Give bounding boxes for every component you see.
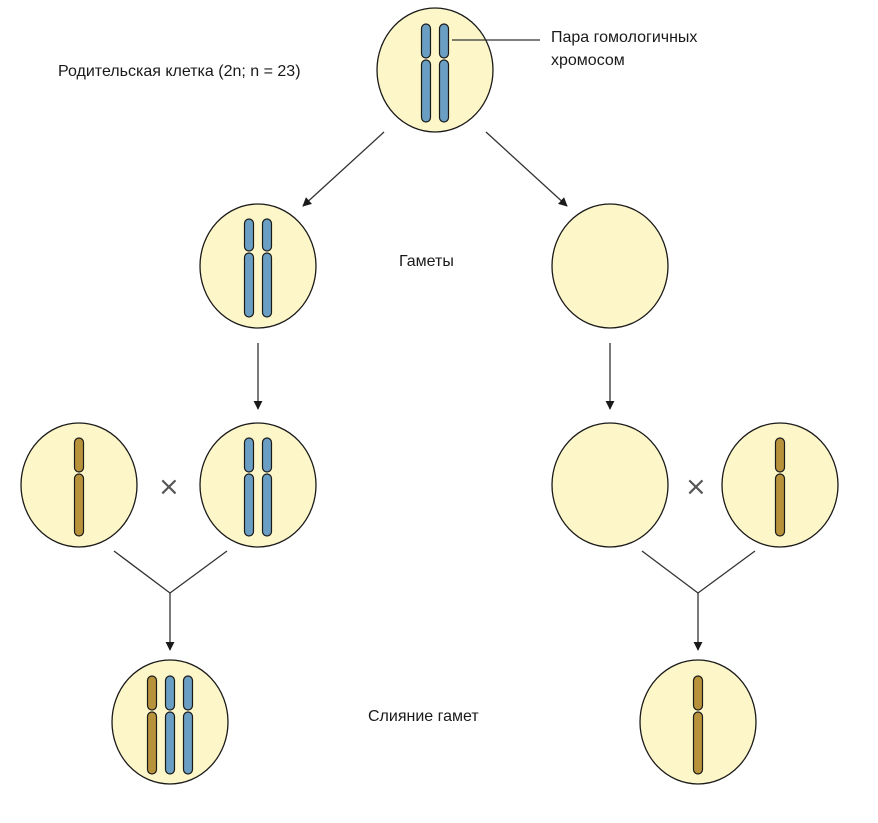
gametes-label: Гаметы [399, 253, 454, 270]
merge-line-right-a [641, 550, 699, 594]
gamete-cell-right-copy [551, 422, 669, 548]
chromosome-gamete-left-copy-2 [261, 437, 273, 537]
chromosome-zygote-left-gold-long-arm [146, 711, 158, 775]
chromosome-zygote-left-gold [146, 675, 158, 775]
chromosome-gamete-left-2-long-arm [261, 252, 273, 318]
chromosome-zygote-left-blue-1 [164, 675, 176, 775]
chromosome-zygote-left-blue-1-long-arm [164, 711, 176, 775]
chromosome-gamete-left-copy-1-short-arm [243, 437, 255, 473]
chromosome-zygote-left-blue-2-short-arm [182, 675, 194, 711]
chromosome-parent-1-long-arm [420, 59, 432, 123]
chromosome-partner-right-long-arm [774, 473, 786, 537]
parent-cell [376, 7, 494, 133]
chromosome-partner-left-long-arm [73, 473, 85, 537]
gamete-fusion-label: Слияние гамет [368, 708, 479, 725]
chromosome-zygote-right-gold-long-arm [692, 711, 704, 775]
chromosome-zygote-left-blue-2 [182, 675, 194, 775]
gamete-cell-left-copy [199, 422, 317, 548]
chromosome-gamete-left-copy-1-long-arm [243, 473, 255, 537]
chromosome-partner-right-short-arm [774, 437, 786, 473]
chromosome-parent-1 [420, 23, 432, 123]
chromosome-gamete-left-2 [261, 218, 273, 318]
connectors-layer [113, 39, 756, 651]
chromosome-gamete-left-copy-2-short-arm [261, 437, 273, 473]
gamete-cell-left [199, 203, 317, 329]
merge-line-left-b [169, 550, 228, 594]
chromosome-parent-2-short-arm [438, 23, 450, 59]
merge-line-right-b [697, 550, 756, 594]
chromosome-zygote-left-gold-short-arm [146, 675, 158, 711]
chromosome-partner-left-short-arm [73, 437, 85, 473]
chromosome-zygote-left-blue-2-long-arm [182, 711, 194, 775]
chromosomes-layer [73, 23, 786, 775]
arrow-parent-to-right-gamete [485, 131, 568, 207]
merge-line-left-a [113, 550, 171, 594]
cross-symbol-right: × [685, 472, 707, 502]
chromosome-parent-2 [438, 23, 450, 123]
chromosome-gamete-left-2-short-arm [261, 218, 273, 252]
chromosome-gamete-left-1-long-arm [243, 252, 255, 318]
chromosome-gamete-left-copy-1 [243, 437, 255, 537]
cross-symbol-left: × [158, 472, 180, 502]
homologous-pair-label-line1: Пара гомологичных [551, 29, 698, 46]
chromosome-partner-left [73, 437, 85, 537]
gamete-cell-right [551, 203, 669, 329]
parent-cell-label: Родительская клетка (2n; n = 23) [58, 63, 301, 80]
chromosome-parent-1-short-arm [420, 23, 432, 59]
chromosome-gamete-left-copy-2-long-arm [261, 473, 273, 537]
homologous-pair-label-line2: хромосом [551, 52, 625, 69]
cells-layer [20, 7, 839, 785]
chromosome-parent-2-long-arm [438, 59, 450, 123]
chromosome-zygote-right-gold [692, 675, 704, 775]
arrow-parent-to-left-gamete [302, 131, 385, 207]
chromosome-zygote-right-gold-short-arm [692, 675, 704, 711]
chromosome-gamete-left-1-short-arm [243, 218, 255, 252]
chromosome-gamete-left-1 [243, 218, 255, 318]
chromosome-partner-right [774, 437, 786, 537]
chromosome-zygote-left-blue-1-short-arm [164, 675, 176, 711]
